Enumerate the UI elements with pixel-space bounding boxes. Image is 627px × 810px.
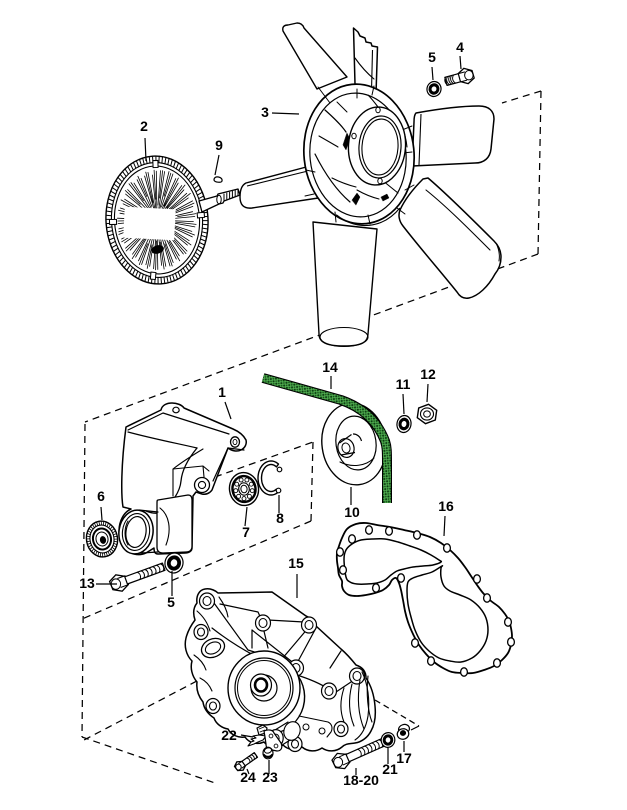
svg-text:14: 14	[322, 359, 338, 375]
svg-text:8: 8	[276, 510, 284, 526]
svg-text:18-20: 18-20	[343, 772, 379, 788]
svg-text:11: 11	[396, 376, 411, 392]
svg-text:21: 21	[382, 761, 398, 777]
svg-text:9: 9	[215, 137, 223, 153]
svg-text:5: 5	[167, 594, 175, 610]
svg-text:1: 1	[218, 384, 226, 400]
svg-text:22: 22	[221, 727, 237, 743]
svg-text:10: 10	[344, 504, 360, 520]
svg-text:12: 12	[420, 366, 436, 382]
svg-text:7: 7	[242, 524, 250, 540]
svg-text:3: 3	[261, 104, 269, 120]
svg-text:17: 17	[396, 750, 412, 766]
svg-text:4: 4	[456, 39, 464, 55]
svg-text:16: 16	[438, 498, 454, 514]
svg-text:23: 23	[262, 769, 278, 785]
svg-text:24: 24	[240, 769, 256, 785]
svg-text:2: 2	[140, 118, 148, 134]
svg-text:6: 6	[97, 488, 105, 504]
svg-text:5: 5	[428, 49, 436, 65]
svg-text:13: 13	[79, 575, 95, 591]
svg-text:15: 15	[288, 555, 304, 571]
